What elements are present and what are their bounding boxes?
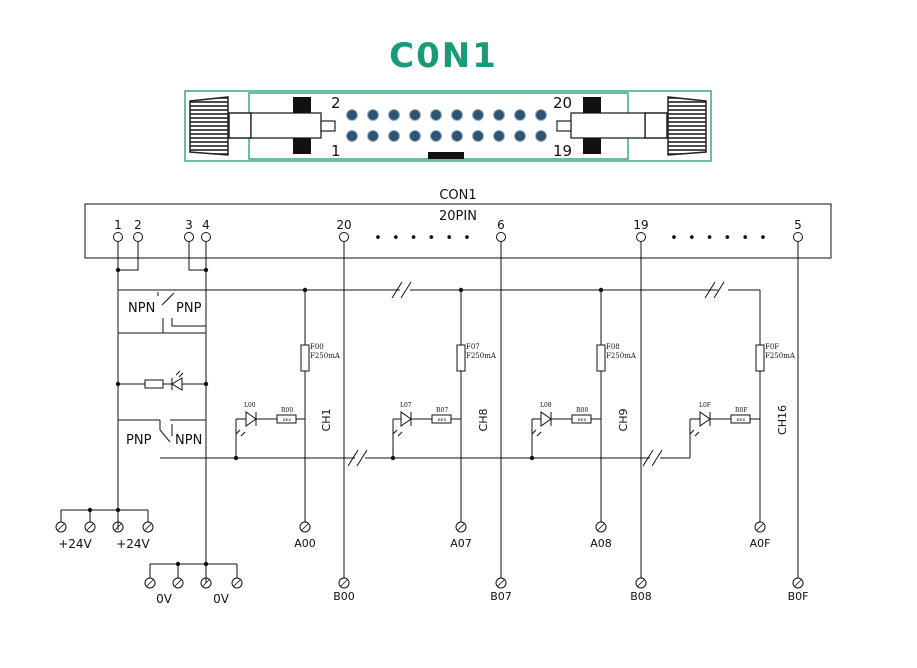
res-r08-value: RES — [578, 417, 587, 422]
connector-drawing: 2 1 20 19 — [184, 90, 712, 162]
out-a0f-label: A0F — [750, 537, 771, 550]
res-r0f-label: R0F — [735, 407, 748, 414]
out-a08-label: A08 — [590, 537, 612, 550]
ch9-label: CH9 — [617, 409, 630, 432]
led-l00-label: L00 — [244, 402, 256, 409]
ch16-label: CH16 — [776, 405, 789, 435]
schematic — [55, 203, 832, 589]
ellipsis-left: • • • • • • — [374, 231, 474, 246]
out-a07-label: A07 — [450, 537, 472, 550]
fuse-f08-rating: F250mA — [606, 352, 637, 360]
led-l07-label: L07 — [400, 402, 412, 409]
left-latch — [189, 96, 336, 156]
pnp-bottom-label: PNP — [126, 433, 152, 448]
channel-8 — [392, 290, 466, 522]
junctions — [87, 267, 604, 567]
fuse-f07-rating: F250mA — [466, 352, 497, 360]
fuse-f0f-rating: F250mA — [765, 352, 796, 360]
res-r07-label: R07 — [436, 407, 448, 414]
schematic-labels: CON1 20PIN 1 2 3 4 20 6 19 5 • • • • • •… — [58, 188, 808, 606]
npn-bottom-label: NPN — [175, 433, 202, 448]
res-r0f-value: RES — [737, 417, 746, 422]
pin-label-20: 20 — [553, 94, 572, 112]
led-l0f-label: L0F — [699, 402, 711, 409]
pin-array — [346, 109, 547, 142]
pin-3-label: 3 — [185, 218, 193, 232]
res-r00-value: RES — [283, 417, 292, 422]
20pin-label: 20PIN — [439, 209, 477, 224]
channel-9 — [531, 290, 606, 522]
pin-20-label: 20 — [336, 218, 351, 232]
npn-top-label: NPN — [128, 301, 155, 316]
res-r08-label: R08 — [576, 407, 588, 414]
out-b0f-label: B0F — [788, 590, 809, 603]
fuse-f08-label: F08 — [606, 343, 620, 351]
out-b00-label: B00 — [333, 590, 355, 603]
pin-label-1: 1 — [331, 142, 341, 160]
0v-left-label: 0V — [156, 592, 173, 606]
fuse-f0f-label: F0F — [765, 343, 779, 351]
terminals — [55, 521, 804, 589]
connector-key — [428, 152, 464, 159]
ellipsis-right: • • • • • • — [670, 231, 770, 246]
fuse-f00-rating: F250mA — [310, 352, 341, 360]
v24-left-label: +24V — [58, 537, 92, 551]
out-b07-label: B07 — [490, 590, 512, 603]
pnp-top-label: PNP — [176, 301, 202, 316]
page-title: C0N1 — [389, 36, 498, 76]
res-r07-value: RES — [438, 417, 447, 422]
pin-label-19: 19 — [553, 142, 572, 160]
pin-label-2: 2 — [331, 94, 341, 112]
channel-1 — [235, 290, 310, 522]
ch8-label: CH8 — [477, 409, 490, 432]
channel-16 — [689, 290, 765, 522]
v24-right-label: +24V — [116, 537, 150, 551]
fuse-f07-label: F07 — [466, 343, 480, 351]
pin-6-label: 6 — [497, 218, 505, 232]
out-a00-label: A00 — [294, 537, 316, 550]
pin-2-label: 2 — [134, 218, 142, 232]
pin-5-label: 5 — [794, 218, 802, 232]
con1-label: CON1 — [439, 188, 476, 203]
fuse-f00-label: F00 — [310, 343, 324, 351]
res-r00-label: R00 — [281, 407, 293, 414]
pin-1-label: 1 — [114, 218, 122, 232]
pin-19-label: 19 — [633, 218, 648, 232]
pin-4-label: 4 — [202, 218, 210, 232]
led-l08-label: L08 — [540, 402, 552, 409]
right-latch — [556, 96, 707, 156]
ch1-label: CH1 — [320, 409, 333, 432]
con1-header-box — [84, 203, 832, 259]
0v-right-label: 0V — [213, 592, 230, 606]
out-b08-label: B08 — [630, 590, 652, 603]
